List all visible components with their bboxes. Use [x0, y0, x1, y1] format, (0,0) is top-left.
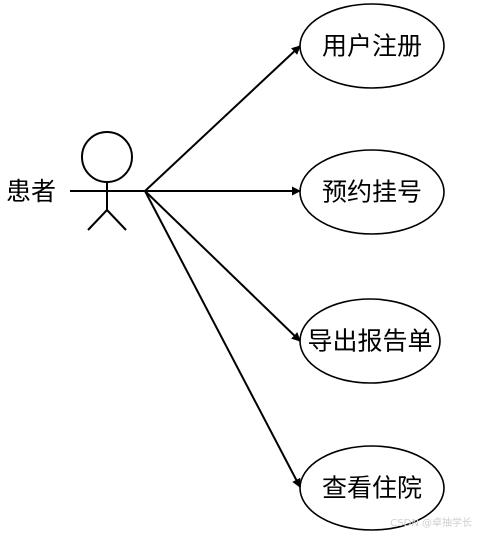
watermark: CSDN @卓抽学长: [390, 516, 472, 529]
use-case-label: 查看住院: [322, 474, 422, 503]
actor-right-leg: [106, 209, 127, 231]
actor-left-leg: [87, 209, 108, 231]
use-case-ellipse: [299, 149, 445, 235]
use-case-appointment: 预约挂号: [299, 149, 445, 235]
actor: 患者: [6, 131, 145, 231]
use-case-export-report: 导出报告单: [299, 298, 441, 384]
use-case-view-hospitalization: 查看住院: [299, 445, 445, 531]
arrow-export-report: [144, 190, 301, 342]
use-case-ellipse: [299, 298, 441, 384]
actor-label: 患者: [6, 177, 56, 206]
use-case-ellipse: [299, 3, 445, 89]
use-case-label: 预约挂号: [322, 178, 422, 207]
arrow-register: [144, 45, 301, 192]
actor-head: [81, 131, 133, 183]
use-case-register: 用户注册: [299, 3, 445, 89]
use-case-ellipse: [299, 445, 445, 531]
use-case-label: 导出报告单: [307, 327, 432, 356]
arrow-view-hospitalization: [144, 190, 301, 488]
use-case-label: 用户注册: [322, 32, 422, 61]
